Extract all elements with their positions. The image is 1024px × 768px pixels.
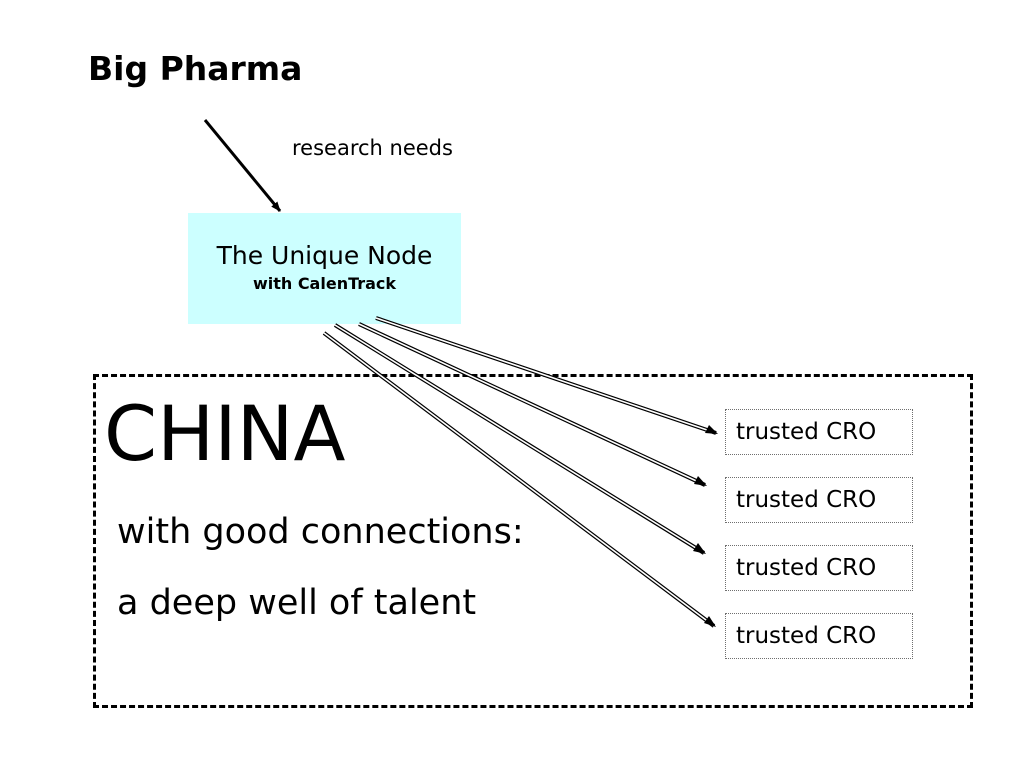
research-needs-arrow bbox=[203, 119, 282, 212]
research-needs-label: research needs bbox=[292, 136, 453, 160]
cro-arrow bbox=[358, 322, 707, 487]
diagram-title: Big Pharma bbox=[88, 49, 303, 88]
trusted-cro-box: trusted CRO bbox=[725, 477, 913, 523]
china-region-box bbox=[93, 374, 973, 708]
trusted-cro-box: trusted CRO bbox=[725, 613, 913, 659]
region-text-line: a deep well of talent bbox=[117, 583, 477, 623]
cro-arrow bbox=[333, 323, 706, 555]
china-region-title: CHINA bbox=[104, 389, 346, 478]
unique-node-box: The Unique Node with CalenTrack bbox=[188, 213, 461, 324]
unique-node-subtitle: with CalenTrack bbox=[252, 274, 397, 293]
cro-arrow bbox=[322, 331, 716, 628]
unique-node-title: The Unique Node bbox=[216, 241, 433, 270]
cro-arrow bbox=[375, 316, 718, 435]
trusted-cro-box: trusted CRO bbox=[725, 545, 913, 591]
trusted-cro-box: trusted CRO bbox=[725, 409, 913, 455]
region-text-line: with good connections: bbox=[117, 512, 524, 552]
